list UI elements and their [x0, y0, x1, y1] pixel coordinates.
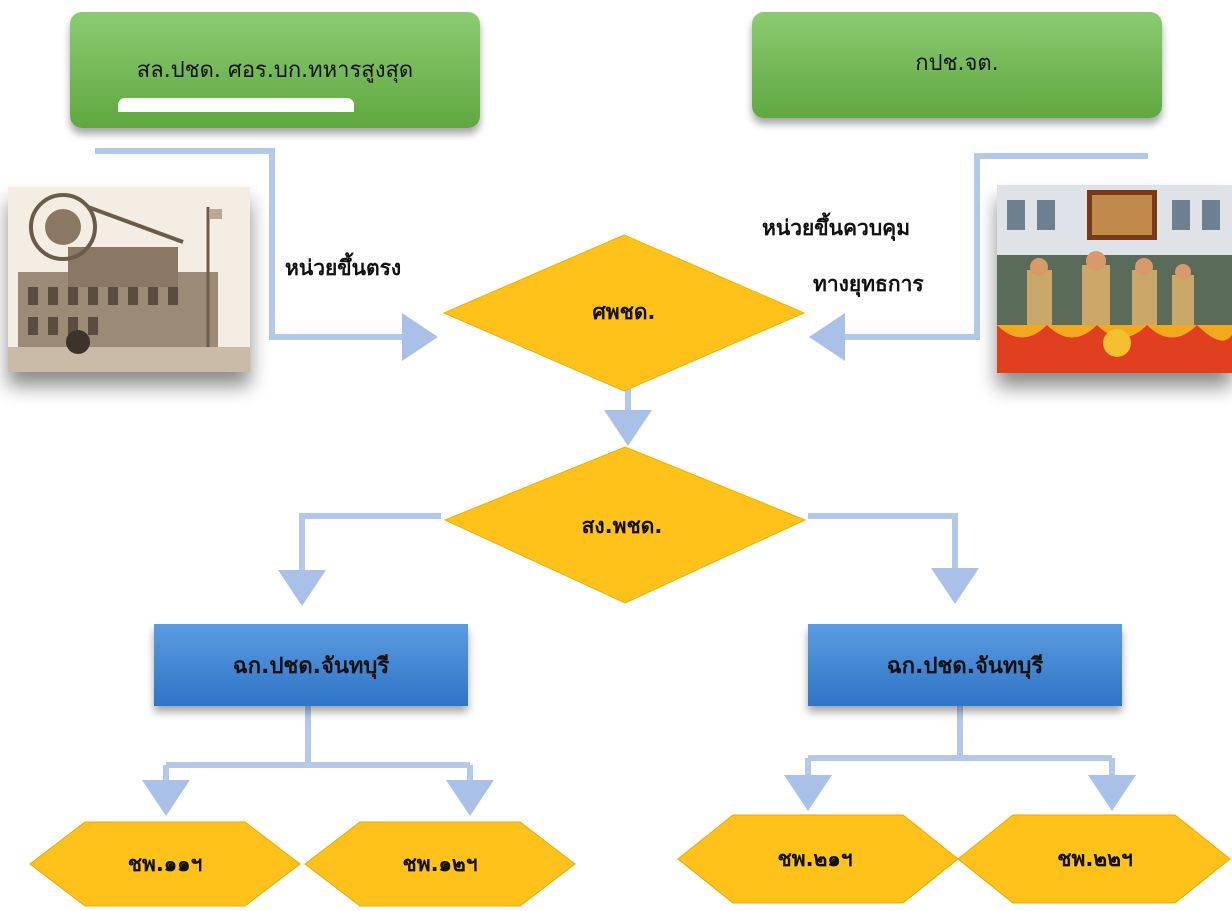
left-building-photo: [8, 187, 250, 372]
hex-1-label: ชพ.๑๑ฯ: [127, 852, 203, 876]
right-label-line1: หน่วยขึ้นควบคุม: [762, 216, 911, 240]
hex-1-shape: [29, 821, 301, 907]
right-ceremony-photo: [997, 185, 1232, 373]
top-right-box: กปช.จต.: [752, 12, 1162, 118]
top-left-box: สล.ปชด. ศอร.บก.ทหารสูงสุด: [70, 12, 480, 128]
hex-2-shape: [304, 821, 576, 907]
diamond-top-label: ศพชด.: [592, 300, 656, 324]
connector-branch-left: [278, 513, 441, 606]
hex-2-label: ชพ.๑๒ฯ: [402, 852, 478, 876]
blue-box-right-label: ฉก.ปชด.จันทบุรี: [886, 653, 1044, 679]
connector-left-top: [95, 148, 438, 361]
diamond-mid-label: สง.พชด.: [581, 514, 663, 538]
hex-3-label: ชพ.๒๑ฯ: [777, 847, 853, 871]
top-left-box-bar: [118, 98, 354, 112]
building-sepia-image: [8, 187, 250, 372]
connector-branch-right: [808, 513, 979, 604]
diamond-mid-shape: [443, 446, 807, 604]
blue-box-left-label: ฉก.ปชด.จันทบุรี: [232, 653, 390, 679]
ceremony-image: [997, 185, 1232, 373]
right-label-line2: ทางยุทธการ: [813, 272, 924, 296]
diamond-top-shape: [442, 234, 806, 392]
connector-right-top: [809, 153, 1148, 361]
top-left-box-label: สล.ปชด. ศอร.บก.ทหารสูงสุด: [136, 58, 414, 83]
hex-4-shape: [957, 814, 1231, 904]
left-label: หน่วยขึ้นตรง: [285, 256, 402, 280]
blue-box-right: ฉก.ปชด.จันทบุรี: [808, 624, 1122, 706]
blue-box-left: ฉก.ปชด.จันทบุรี: [154, 624, 468, 706]
hex-4-label: ชพ.๒๒ฯ: [1057, 847, 1133, 871]
top-right-box-label: กปช.จต.: [915, 51, 999, 76]
